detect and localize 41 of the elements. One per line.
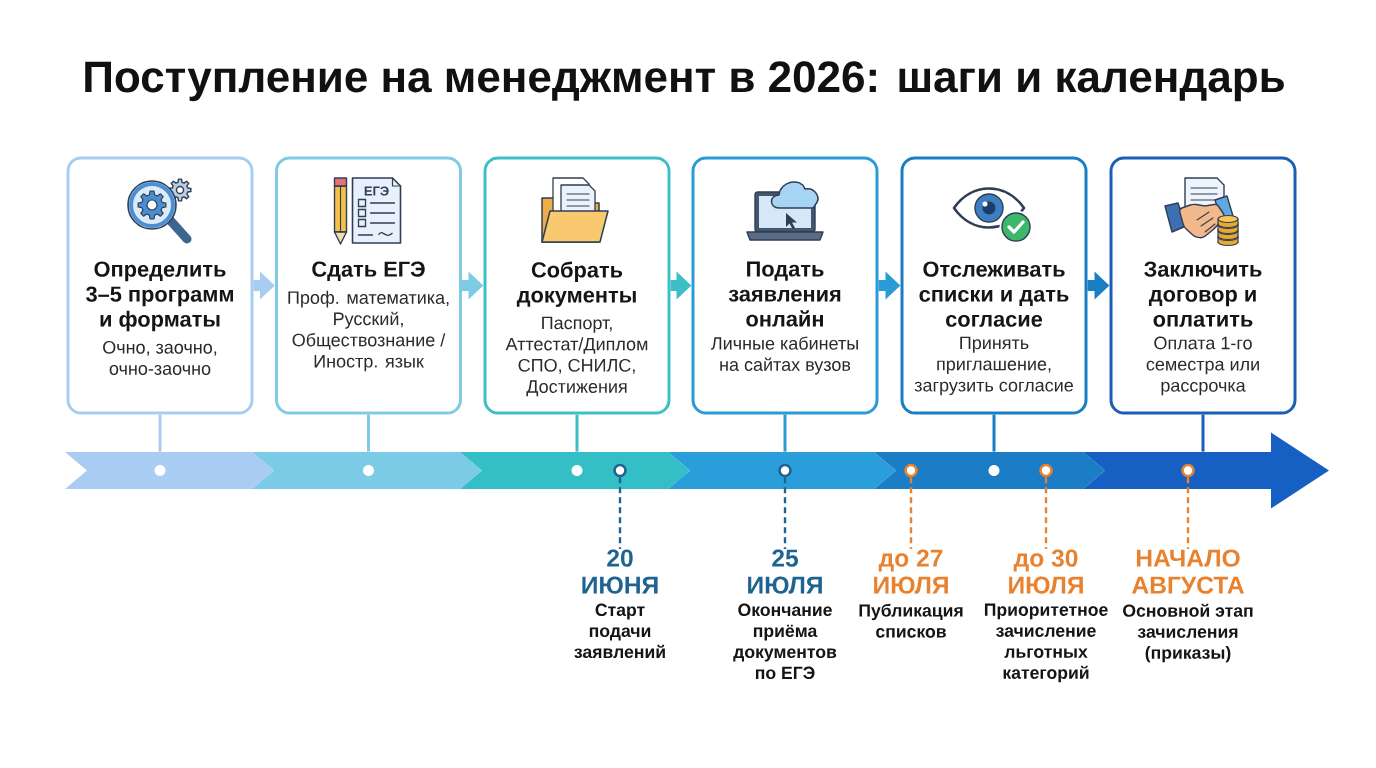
connector-line [783, 414, 787, 452]
dashed-line [618, 477, 622, 549]
connector-line [575, 414, 579, 452]
step-title: Отслеживать списки и дать согласие [919, 261, 1069, 327]
dashed-line [1186, 477, 1190, 549]
document-title: ЕГЭ [364, 186, 389, 196]
dashed-line [909, 477, 913, 549]
connector-line [1201, 414, 1205, 452]
date-label: до 30 ИЮЛЯ [1009, 549, 1083, 594]
date-description: Основной этап зачисления (приказы) [1123, 603, 1253, 663]
date-label: до 27 ИЮЛЯ [874, 549, 948, 594]
ring-marker [904, 463, 918, 478]
date-label: 20 ИЮНЯ [582, 549, 658, 594]
date-description: Старт подачи заявлений [574, 603, 665, 659]
ring-marker [1181, 463, 1195, 478]
timeline-arrow [65, 432, 1329, 509]
date-description: Приоритетное зачисление льготных категорий [984, 603, 1108, 683]
step-title: Заключить договор и оплатить [1144, 261, 1262, 327]
step-title: Сдать ЕГЭ [312, 261, 425, 281]
step-title: Подать заявления онлайн [728, 261, 841, 327]
step-description: Проф. математика, Русский, Обществознание / Иностр. язык [288, 290, 449, 372]
step-description: Паспорт, Аттестат/Диплом СПО, СНИЛС, Достижения [505, 316, 648, 397]
step-description: Оплата 1-го семестра или рассрочка [1146, 336, 1259, 396]
dashed-line [1044, 477, 1048, 549]
title: Поступление на менеджмент в 2026: шаги и календарь [85, 61, 1284, 102]
step-description: Личные кабинеты на сайтах вузов [711, 336, 858, 375]
date-description: Публикация списков [859, 603, 963, 638]
ring-marker [613, 463, 627, 478]
connector-line [367, 414, 370, 452]
date-description: Окончание приёма документов по ЕГЭ [733, 603, 837, 680]
step-title: Собрать документы [516, 261, 636, 307]
date-label: НАЧАЛО АВГУСТА [1132, 549, 1244, 594]
ring-marker [778, 463, 792, 478]
step-description: Очно, заочно, очно-заочно [103, 340, 217, 375]
date-label: 25 ИЮЛЯ [748, 549, 822, 594]
connector-line [158, 414, 162, 452]
connector-line [992, 414, 996, 452]
ring-marker [1039, 463, 1053, 478]
step-description: Принять приглашение, загрузить согласие [914, 336, 1073, 396]
dashed-line [783, 477, 787, 549]
step-title: Определить 3–5 программ и форматы [86, 261, 233, 332]
